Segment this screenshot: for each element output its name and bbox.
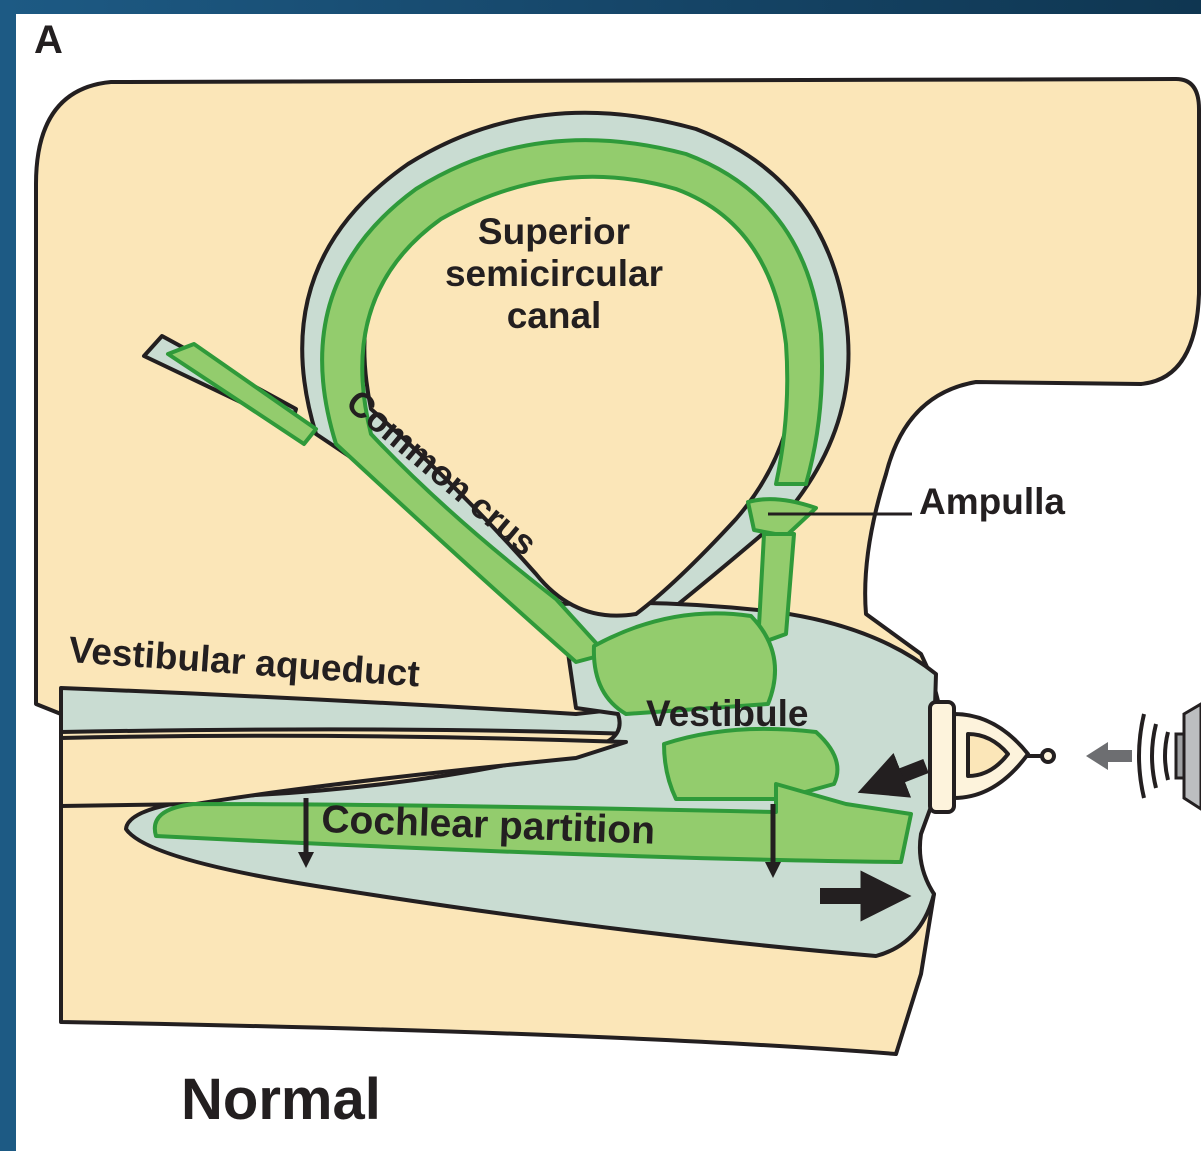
superior-canal-label-line: semicircular bbox=[445, 253, 663, 294]
superior-canal-label-line: Superior bbox=[478, 211, 630, 252]
inner-ear-diagram: Superior semicircular canal Common crus … bbox=[16, 14, 1201, 1151]
speaker-icon bbox=[1086, 704, 1201, 809]
superior-canal-label-line: canal bbox=[507, 295, 602, 336]
ampulla-label: Ampulla bbox=[919, 481, 1065, 522]
panel-letter: A bbox=[34, 18, 63, 63]
sound-arrow-icon bbox=[1086, 742, 1132, 770]
figure-panel: Superior semicircular canal Common crus … bbox=[16, 14, 1201, 1151]
condition-title: Normal bbox=[181, 1066, 381, 1133]
stapes-icon bbox=[930, 702, 1054, 812]
vestibule-label: Vestibule bbox=[646, 693, 808, 734]
